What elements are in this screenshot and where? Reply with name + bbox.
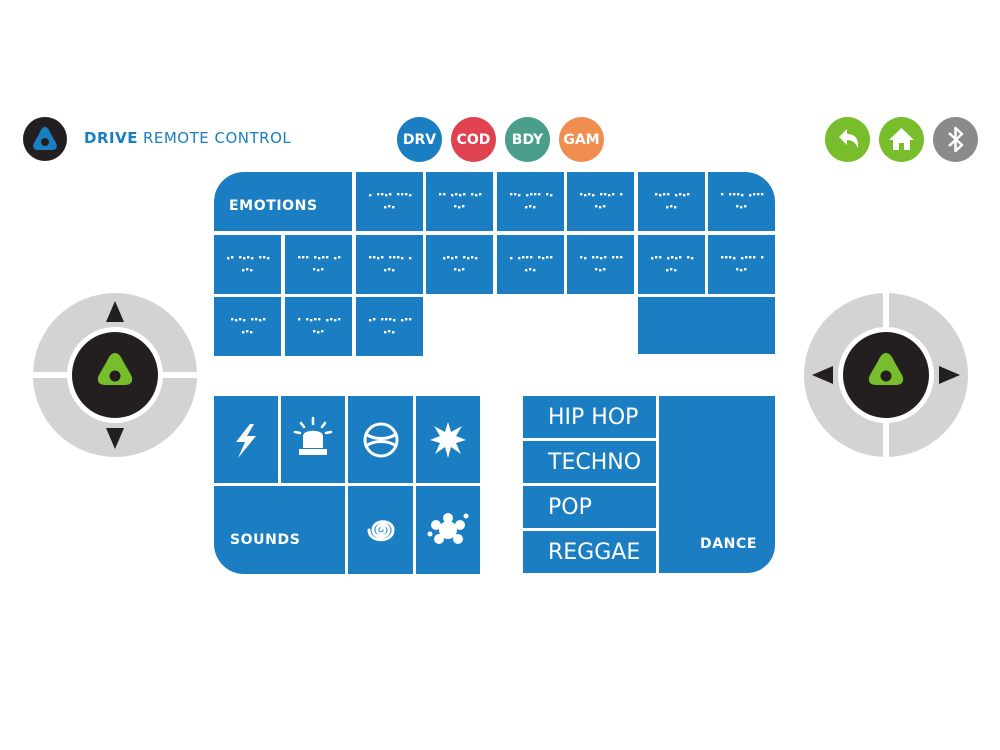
- dance-pop-button[interactable]: POP: [523, 486, 656, 528]
- dance-hiphop-button[interactable]: HIP HOP: [523, 396, 656, 438]
- mode-label: GAM: [563, 131, 600, 148]
- mode-label: DRV: [402, 131, 437, 148]
- robot-face-expression-icon: [580, 256, 623, 272]
- genre-label: REGGAE: [548, 539, 641, 565]
- spiral-icon: [367, 520, 395, 542]
- sound-spiral-button[interactable]: [348, 486, 413, 574]
- robot-face-expression-icon: [369, 318, 412, 334]
- emotion-button[interactable]: [567, 235, 634, 294]
- robot-face-expression-icon: [721, 256, 764, 272]
- home-button[interactable]: [879, 117, 924, 162]
- robot-face-expression-icon: [721, 193, 764, 209]
- robot-face-expression-icon: [651, 256, 694, 272]
- emotions-blank-tile: [638, 297, 775, 354]
- mode-label: BDY: [511, 131, 544, 148]
- robot-face-expression-icon: [369, 256, 412, 272]
- emotion-button[interactable]: [214, 235, 281, 294]
- dance-reggae-button[interactable]: REGGAE: [523, 531, 656, 573]
- emotion-button[interactable]: [356, 235, 423, 294]
- title-bold: DRIVE: [84, 129, 138, 147]
- genre-label: TECHNO: [548, 449, 642, 475]
- lightning-icon: [236, 424, 256, 458]
- sound-lightning-button[interactable]: [214, 396, 278, 483]
- splat-icon: [427, 513, 469, 544]
- bluetooth-button[interactable]: [933, 117, 978, 162]
- siren-icon: [293, 416, 333, 455]
- mode-bdy-button[interactable]: BDY: [505, 117, 550, 162]
- app-logo: [23, 117, 67, 161]
- emotion-button[interactable]: [638, 235, 705, 294]
- emotion-button[interactable]: [638, 172, 705, 231]
- emotion-button[interactable]: [285, 235, 352, 294]
- up-arrow-icon[interactable]: [106, 301, 124, 322]
- dance-techno-button[interactable]: TECHNO: [523, 441, 656, 483]
- genre-label: POP: [548, 494, 592, 520]
- emotion-button[interactable]: [356, 172, 423, 231]
- title-rest: REMOTE CONTROL: [142, 129, 292, 147]
- home-icon: [889, 128, 914, 150]
- dance-label-tile: DANCE: [659, 396, 775, 573]
- emotion-button[interactable]: [708, 235, 775, 294]
- emotion-button[interactable]: [497, 235, 564, 294]
- robot-face-expression-icon: [443, 256, 478, 272]
- robot-face-expression-icon: [227, 256, 270, 272]
- emotion-button[interactable]: [356, 297, 423, 356]
- emotions-label-tile: EMOTIONS: [214, 172, 352, 231]
- emotion-button[interactable]: [285, 297, 352, 356]
- robot-face-expression-icon: [298, 318, 341, 334]
- sound-siren-button[interactable]: [281, 396, 345, 483]
- emotion-button[interactable]: [567, 172, 634, 231]
- sounds-label: SOUNDS: [230, 532, 301, 548]
- mode-gam-button[interactable]: GAM: [559, 117, 604, 162]
- emotion-button[interactable]: [426, 235, 493, 294]
- sound-splat-button[interactable]: [416, 486, 480, 574]
- robot-face-expression-icon: [510, 256, 553, 272]
- mode-label: COD: [456, 131, 491, 148]
- mode-drv-button[interactable]: DRV: [397, 117, 442, 162]
- sounds-label-tile: SOUNDS: [214, 486, 345, 574]
- mode-cod-button[interactable]: COD: [451, 117, 496, 162]
- sound-ball-button[interactable]: [348, 396, 413, 483]
- robot-face-expression-icon: [580, 193, 623, 209]
- robot-face-expression-icon: [510, 193, 553, 209]
- emotions-label: EMOTIONS: [229, 198, 318, 214]
- right-arrow-icon[interactable]: [939, 366, 960, 384]
- robot-face-expression-icon: [439, 193, 482, 209]
- robot-face-expression-icon: [655, 193, 690, 209]
- sound-explosion-button[interactable]: [416, 396, 480, 483]
- bluetooth-icon: [948, 126, 964, 153]
- down-arrow-icon[interactable]: [106, 428, 124, 449]
- right-joystick[interactable]: [804, 293, 968, 457]
- left-arrow-icon[interactable]: [812, 366, 833, 384]
- robot-logo-icon: [33, 127, 57, 150]
- robot-face-expression-icon: [369, 193, 412, 209]
- emotion-button[interactable]: [214, 297, 281, 356]
- back-button[interactable]: [825, 117, 870, 162]
- dance-label: DANCE: [700, 536, 758, 552]
- left-joystick[interactable]: [33, 293, 197, 457]
- emotion-button[interactable]: [497, 172, 564, 231]
- emotion-button[interactable]: [708, 172, 775, 231]
- back-arrow-icon: [839, 129, 859, 148]
- explosion-icon: [430, 422, 466, 458]
- ball-icon: [363, 422, 399, 458]
- emotion-button[interactable]: [426, 172, 493, 231]
- robot-face-expression-icon: [298, 256, 341, 272]
- genre-label: HIP HOP: [548, 404, 639, 430]
- robot-face-expression-icon: [231, 318, 266, 334]
